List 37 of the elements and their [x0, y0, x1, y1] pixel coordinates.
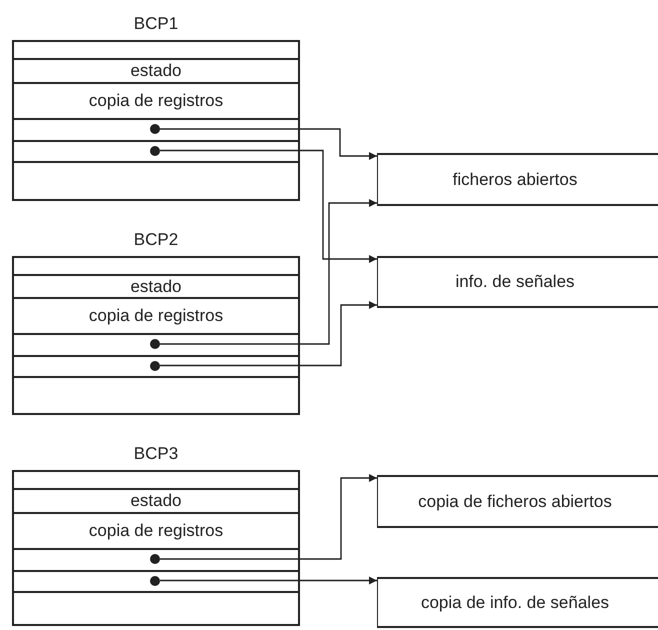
table-row	[12, 163, 300, 201]
block-title: BCP3	[134, 443, 178, 465]
table-row	[12, 335, 300, 357]
table-row	[12, 120, 300, 142]
table-row: copia de registros	[12, 84, 300, 120]
arrow	[160, 474, 377, 560]
table-row	[12, 142, 300, 163]
pointer-dot	[150, 146, 160, 156]
data-box: info. de señales	[377, 256, 658, 308]
table-row	[12, 470, 300, 490]
table-row	[12, 572, 300, 593]
table-row: copia de registros	[12, 299, 300, 335]
pointer-dot	[150, 554, 160, 564]
data-box: ficheros abiertos	[377, 153, 658, 206]
arrow	[160, 128, 377, 160]
table-row: copia de registros	[12, 514, 300, 550]
pointer-dot	[150, 339, 160, 349]
data-box: copia de info. de señales	[377, 577, 658, 628]
table-row	[12, 378, 300, 415]
pointer-dot	[150, 124, 160, 134]
table-row: estado	[12, 490, 300, 514]
table-row	[12, 593, 300, 626]
table-row: estado	[12, 60, 300, 84]
table-row	[12, 40, 300, 60]
arrow	[160, 576, 378, 584]
arrow	[160, 199, 377, 345]
pointer-dot	[150, 576, 160, 586]
table-row	[12, 357, 300, 378]
arrow	[160, 150, 377, 263]
arrow	[160, 301, 377, 366]
table-row: estado	[12, 276, 300, 299]
table-row	[12, 256, 300, 276]
table-row	[12, 550, 300, 572]
block-title: BCP1	[134, 13, 178, 35]
block-title: BCP2	[134, 229, 178, 251]
data-box: copia de ficheros abiertos	[377, 475, 658, 528]
pointer-dot	[150, 360, 160, 370]
